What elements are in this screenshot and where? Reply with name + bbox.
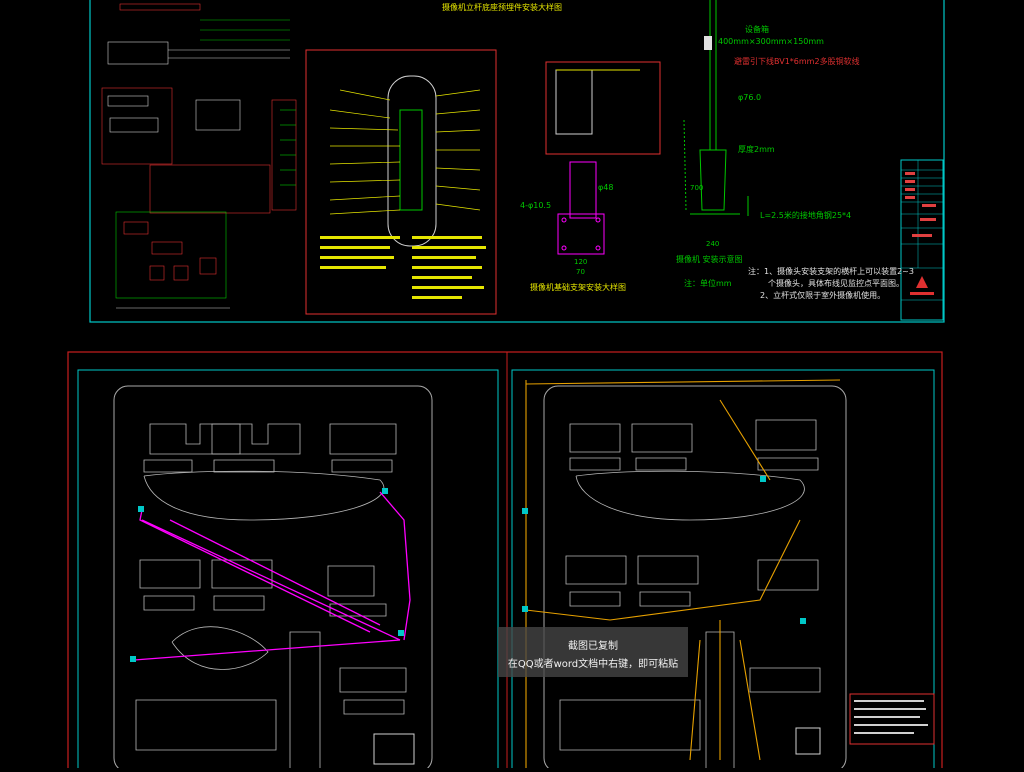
dim-70: 70 [576,268,585,276]
camera-pole-detail: 设备箱 400mm×300mm×150mm 避雷引下线BV1*6mm2多股铜软线… [676,0,914,300]
site-plan-left [77,369,499,772]
title-base: 摄像机基础支架安装大样图 [530,282,626,292]
title-mid: 摄像机立杆底座预埋件安装大样图 [442,2,562,12]
copy-toast: 截图已复制 在QQ或者word文档中右键，即可粘贴 [498,627,688,677]
dim-240: 240 [706,240,719,248]
dim-120: 120 [574,258,587,266]
equipment-box-label: 设备箱 [745,24,769,34]
unit-label: 注：单位mm [684,278,732,288]
cable-route-orange [525,379,841,768]
title-block [900,159,944,321]
note-2: 2、立杆式仅限于室外摄像机使用。 [760,290,885,300]
top-sheet: 摄像机立杆底座预埋件安装大样图 4-φ10.5 φ48 70 1 [89,0,945,323]
phi48-label: φ48 [598,183,613,192]
toast-line-2: 在QQ或者word文档中右键，即可粘贴 [507,659,679,670]
system-wiring-diagram [101,3,297,309]
bottom-sheets [67,351,943,772]
note-1: 注：1、摄像头安装支架的横杆上可以装置2~3 [748,266,914,276]
site-plan-right [511,369,935,772]
diameter-label: φ76.0 [738,93,761,102]
wire-label: 避雷引下线BV1*6mm2多股铜软线 [734,56,860,66]
box-size-label: 400mm×300mm×150mm [718,37,824,46]
logo-icon [916,276,928,288]
dim-700: 700 [690,184,703,192]
anchor-bolt-detail: 摄像机立杆底座预埋件安装大样图 [305,2,562,315]
ground-label: L=2.5米的接地角钢25*4 [760,210,851,220]
toast-line-1: 截图已复制 [568,641,618,652]
camera-install-title: 摄像机 安装示意图 [676,254,743,264]
thickness-label: 厚度2mm [738,144,775,154]
note-1b: 个摄像头，具体布线见监控点平面图。 [768,278,904,288]
base-bracket-detail: 4-φ10.5 φ48 70 120 摄像机基础支架安装大样图 [520,61,661,292]
cable-route-magenta [133,491,411,661]
bolt-label: 4-φ10.5 [520,201,551,210]
